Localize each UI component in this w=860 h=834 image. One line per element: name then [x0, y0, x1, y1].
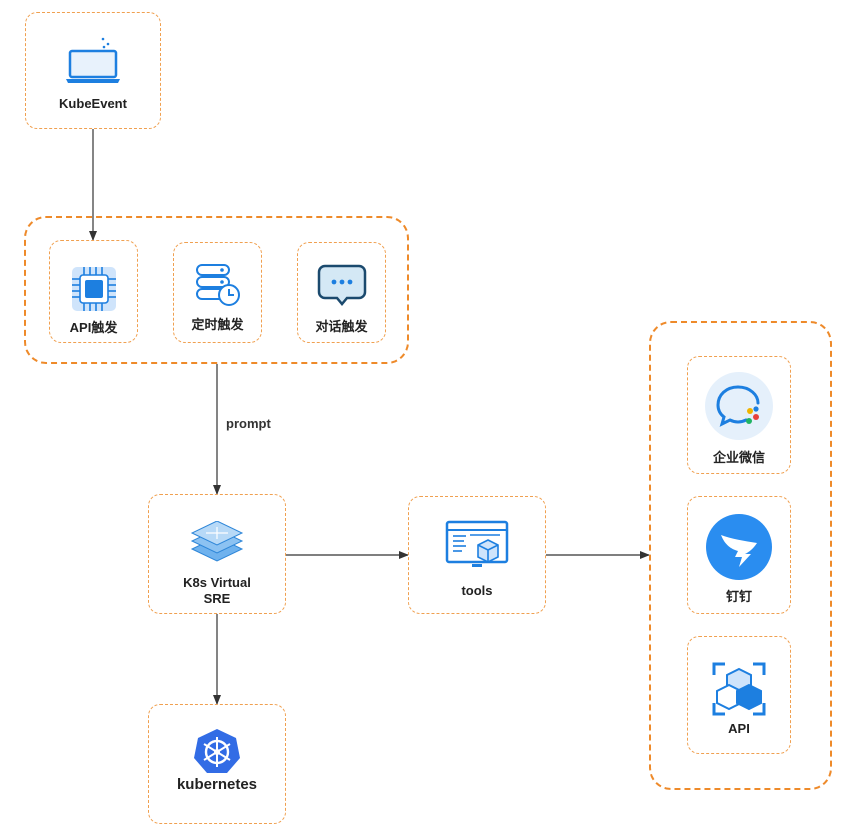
chat-trigger-node[interactable]: 对话触发: [297, 242, 386, 343]
dingtalk-label: 钉钉: [725, 589, 752, 604]
api-trigger-label: API触发: [69, 320, 118, 335]
kubernetes-node[interactable]: kubernetes: [148, 704, 286, 824]
timed-trigger-label: 定时触发: [191, 317, 244, 332]
dingtalk-logo-icon: [706, 514, 772, 580]
api-output-node[interactable]: API: [687, 636, 791, 754]
server-stack-icon: [190, 521, 244, 562]
tools-node[interactable]: tools: [408, 496, 546, 614]
wecom-logo-icon: [705, 372, 773, 440]
database-clock-icon: [195, 264, 240, 306]
kubernetes-logo-icon: [194, 729, 240, 773]
dingtalk-node[interactable]: 钉钉: [687, 496, 791, 614]
tools-label: tools: [461, 583, 493, 598]
chat-trigger-label: 对话触发: [315, 319, 368, 334]
wecom-node[interactable]: 企业微信: [687, 356, 791, 474]
output-group: [649, 321, 832, 790]
api-output-label: API: [728, 721, 750, 736]
kubeevent-label: KubeEvent: [59, 96, 127, 111]
laptop-icon: [66, 37, 120, 83]
timed-trigger-node[interactable]: 定时触发: [173, 242, 262, 343]
trigger-group: [24, 216, 409, 364]
k8s-virtual-sre-label-line1: K8s Virtual: [183, 575, 251, 590]
api-trigger-node[interactable]: API触发: [49, 240, 138, 343]
prompt-edge-label: prompt: [226, 416, 271, 431]
k8s-virtual-sre-label-line2: SRE: [203, 591, 231, 606]
wecom-label: 企业微信: [712, 450, 765, 465]
toolbox-window-icon: [445, 520, 509, 567]
chip-icon: [71, 267, 116, 311]
k8s-virtual-sre-label: K8s Virtual SRE: [149, 575, 285, 607]
api-cube-icon: [712, 662, 766, 716]
kubernetes-label: kubernetes: [176, 776, 258, 793]
kubeevent-node[interactable]: KubeEvent: [25, 12, 161, 129]
chat-bubble-icon: [317, 264, 366, 306]
k8s-virtual-sre-node[interactable]: K8s Virtual SRE: [148, 494, 286, 614]
